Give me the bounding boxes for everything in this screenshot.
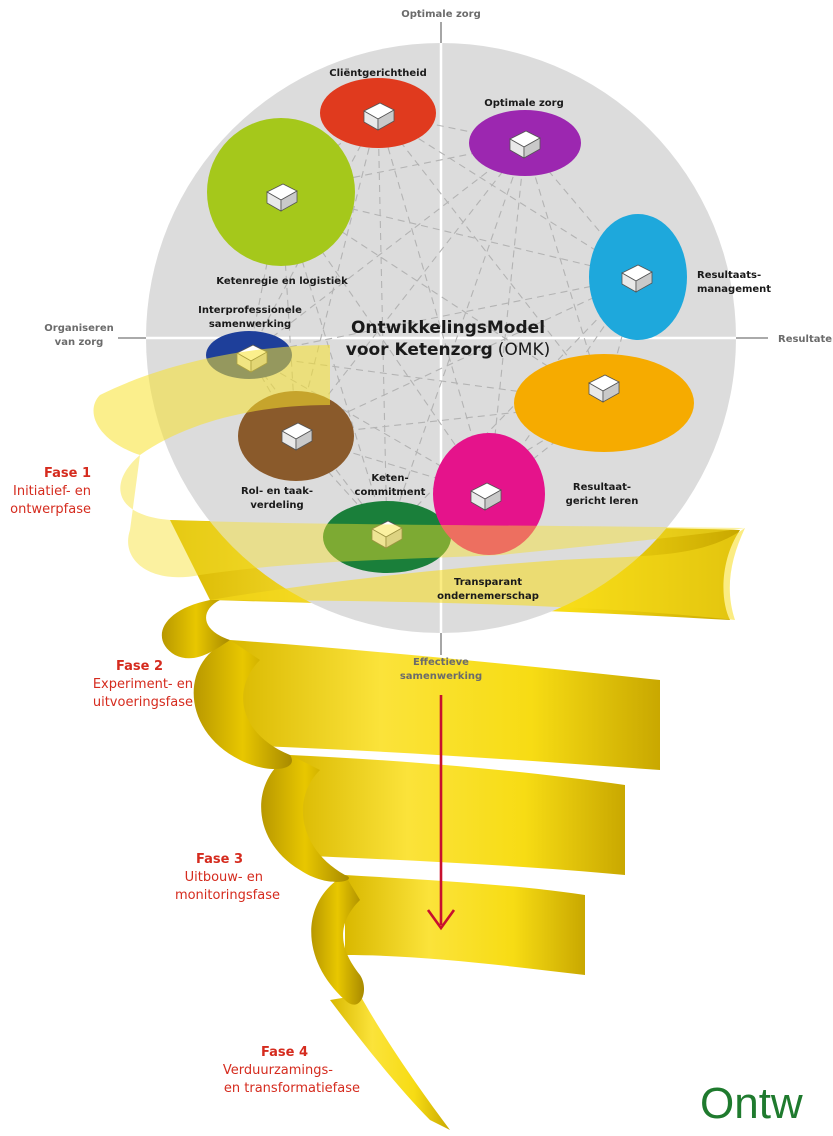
connection-line bbox=[248, 276, 639, 356]
axis-labels: Optimale zorg Organiseren van zorg Resul… bbox=[44, 9, 833, 682]
connection-line bbox=[295, 276, 639, 437]
spiral-front-top bbox=[93, 345, 330, 455]
axis-label-left-2: van zorg bbox=[55, 337, 104, 348]
spiral-front-lower bbox=[210, 528, 745, 620]
axis-label-top: Optimale zorg bbox=[401, 9, 481, 20]
spiral-tail bbox=[330, 995, 450, 1130]
axis-label-right: Resultaten bbox=[778, 334, 833, 345]
spiral-band-2 bbox=[230, 640, 660, 770]
model-title-line2: voor Ketenzorg(OMK) bbox=[346, 340, 551, 360]
axis-label-bottom-1: Effectieve bbox=[413, 657, 469, 668]
connection-line bbox=[295, 435, 490, 495]
arrow-head-icon bbox=[426, 909, 456, 931]
label-resultaatgericht-1: Resultaat- bbox=[573, 482, 631, 493]
phase-3-line2: monitoringsfase bbox=[175, 888, 280, 903]
label-interprofessionele-1: Interprofessionele bbox=[198, 305, 302, 316]
axis-label-bottom-2: samenwerking bbox=[400, 671, 482, 682]
label-ketencommitment-2: commitment bbox=[355, 487, 426, 498]
spiral-wrap-2 bbox=[193, 640, 292, 770]
progress-arrow bbox=[426, 695, 456, 931]
phase-2-line2: uitvoeringsfase bbox=[93, 695, 193, 710]
model-title: OntwikkelingsModel voor Ketenzorg(OMK) bbox=[346, 318, 551, 360]
connection-line bbox=[386, 276, 639, 538]
phase-4-line1: Verduurzamings- bbox=[223, 1063, 333, 1078]
phase-1-line1: Initiatief- en bbox=[13, 484, 91, 499]
phase-1-title: Fase 1 bbox=[44, 466, 91, 481]
connection-line bbox=[377, 112, 388, 538]
label-rol-taakverdeling-2: verdeling bbox=[250, 500, 303, 511]
spiral-band-3 bbox=[290, 755, 625, 875]
label-interprofessionele-2: samenwerking bbox=[209, 319, 291, 330]
phase-2-line1: Experiment- en bbox=[93, 677, 193, 692]
connection-line bbox=[386, 142, 526, 538]
model-title-line1: OntwikkelingsModel bbox=[351, 318, 545, 338]
phase-spiral-front bbox=[93, 345, 745, 620]
label-clientgerichtheid: Cliëntgerichtheid bbox=[329, 68, 427, 79]
label-transparant-1: Transparant bbox=[454, 577, 522, 588]
label-ketenregie: Ketenregie en logistiek bbox=[216, 276, 348, 287]
spiral-wrap-3 bbox=[261, 755, 349, 882]
phase-2-title: Fase 2 bbox=[116, 659, 163, 674]
spiral-wrap-1 bbox=[161, 600, 230, 659]
label-ketencommitment-1: Keten- bbox=[371, 473, 408, 484]
connection-line bbox=[377, 112, 605, 404]
axis-label-left-1: Organiseren bbox=[44, 323, 113, 334]
phase-1-line2: ontwerpfase bbox=[10, 502, 91, 517]
label-rol-taakverdeling-1: Rol- en taak- bbox=[241, 486, 313, 497]
label-resultaatgericht-2: gericht leren bbox=[566, 496, 639, 507]
connection-line bbox=[248, 142, 526, 356]
label-resultaatsmanagement-2: management bbox=[697, 284, 771, 295]
phase-labels: Fase 1 Initiatief- en ontwerpfase Fase 2… bbox=[10, 466, 360, 1096]
element-labels: Cliëntgerichtheid Optimale zorg Ketenreg… bbox=[198, 68, 771, 602]
spiral-wrap-4 bbox=[311, 875, 365, 1005]
label-transparant-2: ondernemerschap bbox=[437, 591, 539, 602]
phase-3-line1: Uitbouw- en bbox=[185, 870, 263, 885]
connection-line bbox=[524, 142, 605, 404]
label-resultaatsmanagement-1: Resultaats- bbox=[697, 270, 761, 281]
footer-title-fragment: Ontw bbox=[700, 1079, 803, 1128]
phase-4-title: Fase 4 bbox=[261, 1045, 308, 1060]
blob-resultaatgericht-leren bbox=[514, 354, 694, 452]
phase-3-title: Fase 3 bbox=[196, 852, 243, 867]
spiral-front-mid bbox=[120, 455, 745, 578]
connection-line bbox=[295, 142, 526, 437]
label-optimale-zorg: Optimale zorg bbox=[484, 98, 564, 109]
phase-4-line2: en transformatiefase bbox=[224, 1081, 360, 1096]
spiral-band-4 bbox=[345, 875, 585, 975]
connection-line bbox=[377, 112, 490, 495]
